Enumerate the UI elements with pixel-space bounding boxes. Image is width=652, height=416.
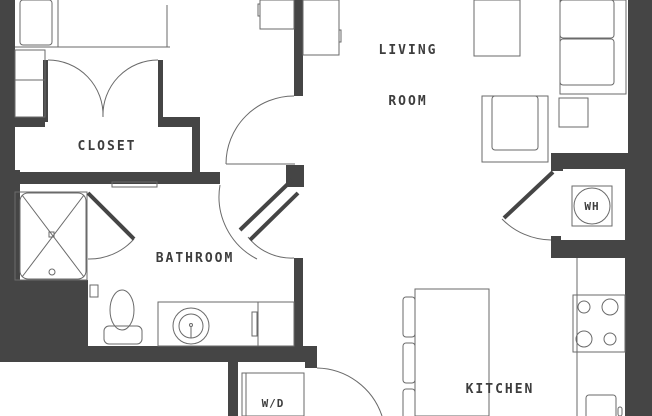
bathroom-label: BATHROOM [155, 251, 235, 266]
water-heater-label: WH [584, 200, 600, 213]
living-room-label-line1: LIVING [378, 43, 438, 58]
living-room-label-line2: ROOM [388, 94, 428, 109]
fixtures [14, 0, 627, 416]
living-room-label: LIVING ROOM [368, 8, 448, 127]
kitchen-label: KITCHEN [465, 382, 535, 397]
washer-dryer-label: W/D [261, 397, 285, 410]
door-leaves [86, 170, 555, 242]
closet-label: CLOSET [77, 139, 137, 154]
